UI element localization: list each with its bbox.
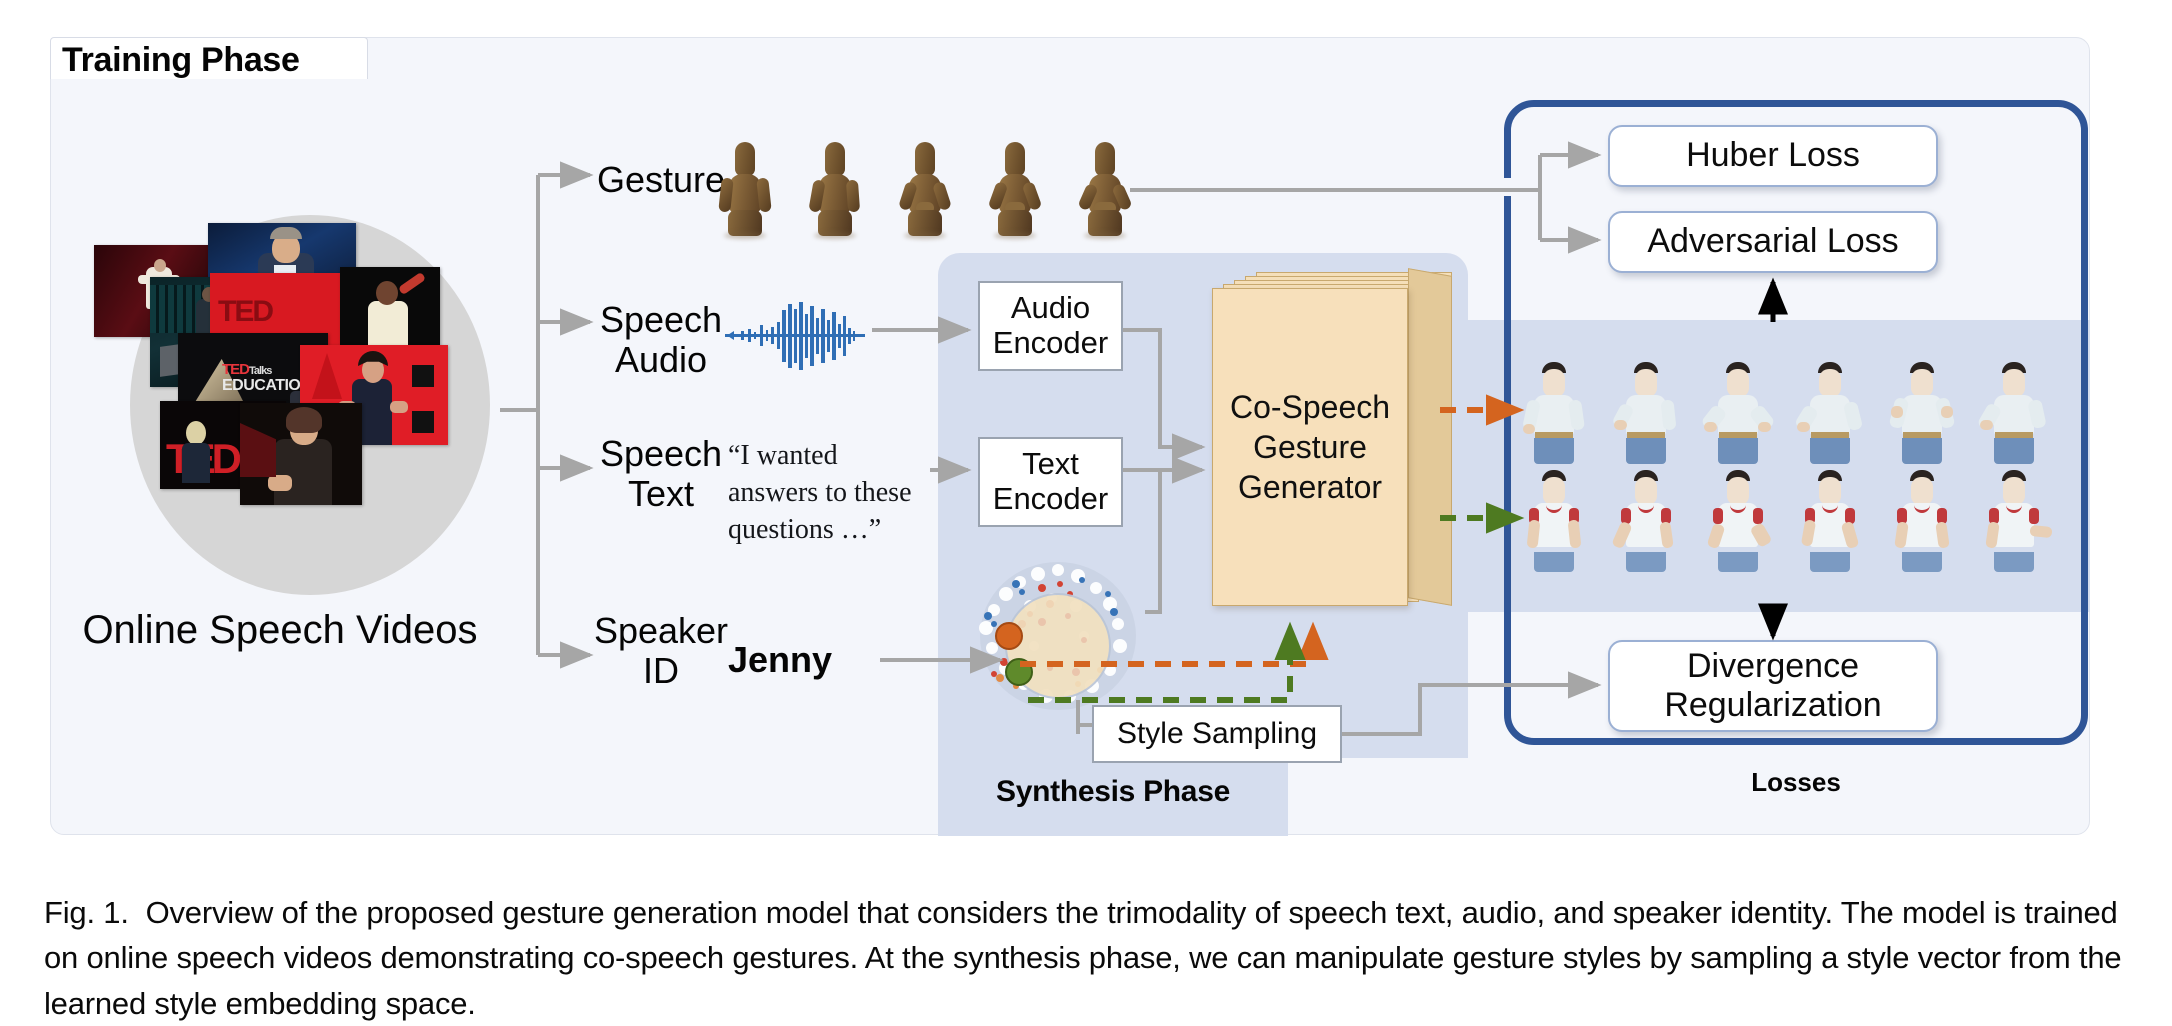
mannequin-figure bbox=[808, 142, 862, 239]
losses-border-wire-gap bbox=[1498, 178, 1518, 196]
avatar-figure bbox=[1522, 470, 1586, 574]
mannequin-figure bbox=[987, 142, 1043, 239]
avatar-figure bbox=[1976, 362, 2047, 466]
style-point-green bbox=[1005, 658, 1033, 686]
style-sampling-box: Style Sampling bbox=[1092, 705, 1342, 763]
avatar-figure bbox=[1793, 362, 1864, 466]
avatar-figure bbox=[1888, 362, 1956, 466]
avatar-figure bbox=[1611, 362, 1678, 466]
modality-label-speaker-id: Speaker ID bbox=[593, 610, 729, 692]
online-speech-videos-collage: TED TEDTalks EDUCATION TED bbox=[94, 205, 500, 605]
avatar-figure bbox=[1706, 470, 1773, 574]
avatar-figure bbox=[1982, 470, 2053, 574]
mannequin-figure bbox=[718, 142, 772, 239]
training-phase-label: Training Phase bbox=[62, 41, 300, 79]
divergence-regularization-box: Divergence Regularization bbox=[1608, 640, 1938, 732]
video-thumbnail bbox=[240, 403, 362, 505]
modality-label-speech-audio: Speech Audio bbox=[599, 299, 723, 381]
adversarial-loss-box: Adversarial Loss bbox=[1608, 211, 1938, 273]
audio-encoder-box: Audio Encoder bbox=[978, 281, 1123, 371]
training-phase-tab bbox=[50, 37, 368, 79]
losses-group-label: Losses bbox=[1751, 767, 1841, 797]
avatar-figure bbox=[1798, 470, 1862, 574]
text-encoder-box: Text Encoder bbox=[978, 437, 1123, 527]
speech-audio-waveform-icon bbox=[725, 300, 865, 372]
avatar-figure bbox=[1890, 470, 1954, 574]
huber-loss-box: Huber Loss bbox=[1608, 125, 1938, 187]
synthesis-phase-label: Synthesis Phase bbox=[996, 775, 1230, 808]
figure-caption: Fig. 1. Overview of the proposed gesture… bbox=[44, 890, 2134, 1026]
speech-text-sample: “I wanted answers to these questions …” bbox=[728, 440, 912, 545]
generator-front-face: Co-Speech Gesture Generator bbox=[1212, 288, 1408, 606]
avatar-figure bbox=[1611, 470, 1678, 574]
speaker-name-label: Jenny bbox=[728, 639, 833, 680]
online-speech-videos-label: Online Speech Videos bbox=[82, 608, 478, 652]
style-point-orange bbox=[995, 622, 1023, 650]
mannequin-figure bbox=[897, 142, 953, 239]
mannequin-figure bbox=[1077, 142, 1133, 239]
modality-label-gesture: Gesture bbox=[596, 159, 726, 200]
caption-text: Overview of the proposed gesture generat… bbox=[44, 895, 2122, 1021]
generator-stack-side bbox=[1408, 268, 1452, 606]
modality-label-speech-text: Speech Text bbox=[599, 433, 723, 515]
figure-canvas: Training Phase Synthesis Phase Losses bbox=[50, 37, 2090, 836]
avatar-figure bbox=[1700, 362, 1776, 466]
avatar-figure bbox=[1522, 362, 1586, 466]
caption-label: Fig. 1. bbox=[44, 895, 129, 930]
